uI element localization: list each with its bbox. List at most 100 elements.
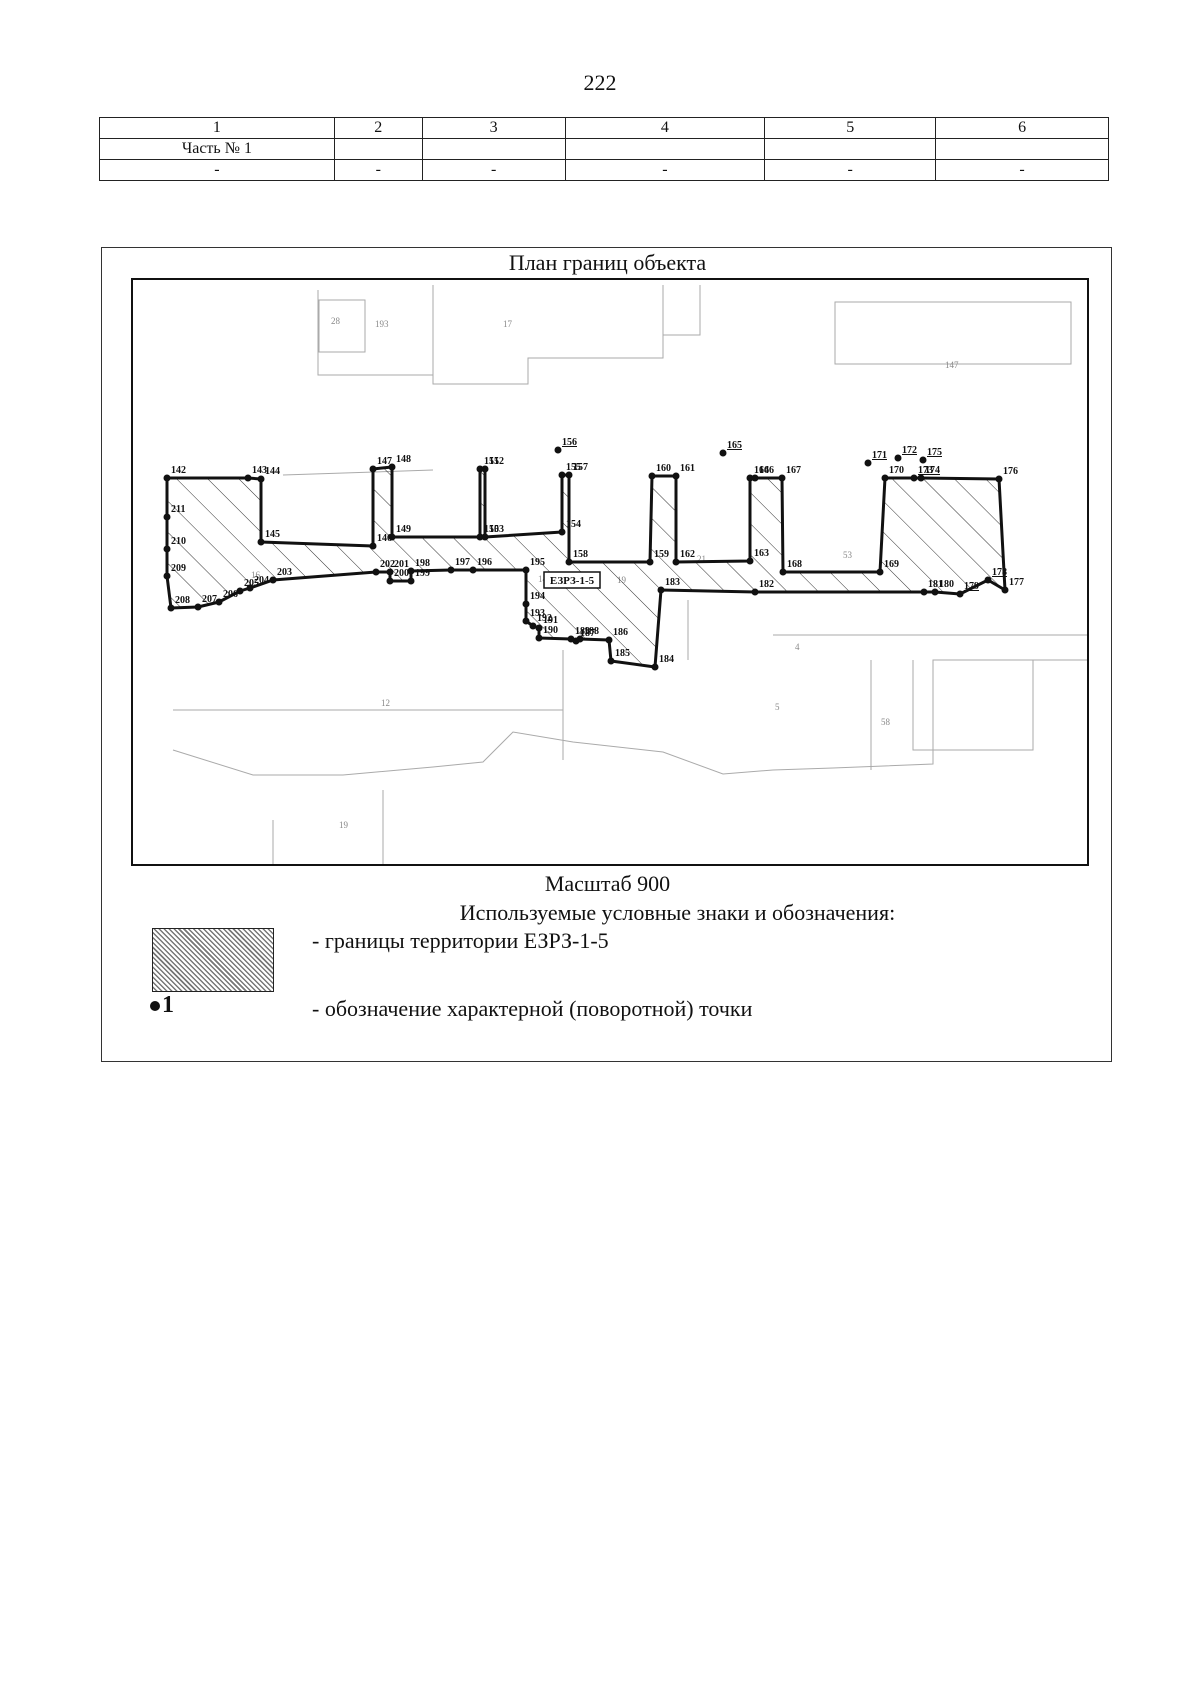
point-label: 180	[939, 579, 954, 590]
turning-point	[407, 567, 415, 575]
turning-point	[447, 566, 455, 574]
point-label: 192	[537, 613, 552, 624]
legend-point-symbol: 1	[150, 992, 174, 1019]
point-label: 161	[680, 463, 695, 474]
point-label: 186	[613, 627, 628, 638]
point-label: 155	[566, 462, 581, 473]
turning-point	[163, 572, 171, 580]
turning-point	[386, 568, 394, 576]
parcel-label: 147	[945, 360, 959, 370]
point-label: 153	[489, 524, 504, 535]
turning-point	[476, 533, 484, 541]
point-label: 164	[754, 465, 769, 476]
legend-item-boundary: - границы территории ЕЗРЗ-1-5	[312, 928, 609, 953]
parcel-label: 21	[697, 554, 706, 564]
table-header-cell: 4	[564, 117, 766, 139]
point-label: 202	[380, 559, 395, 570]
table-header-row: 1 2 3 4 5 6	[99, 117, 1109, 139]
point-label: 165	[727, 440, 742, 451]
parcel-label: 17	[503, 319, 513, 329]
point-label: 176	[1003, 466, 1018, 477]
table-cell	[421, 138, 566, 160]
point-label: 159	[654, 549, 669, 560]
point-label: 167	[786, 465, 801, 476]
turning-point	[257, 475, 265, 483]
table-cell	[935, 138, 1109, 160]
turning-point	[917, 474, 925, 482]
point-label: 185	[615, 648, 630, 659]
point-label: 170	[889, 465, 904, 476]
point-dot-icon	[150, 1001, 160, 1012]
point-label: 150	[484, 524, 499, 535]
legend-heading: Используемые условные знаки и обозначени…	[459, 900, 896, 925]
turning-point	[995, 475, 1003, 483]
turning-point	[558, 471, 566, 479]
header-table: 1 2 3 4 5 6 Часть № 1 - - - - - -	[99, 117, 1109, 181]
table-cell: -	[421, 159, 566, 181]
turning-point	[215, 598, 223, 606]
turning-point	[956, 590, 964, 598]
plan-title: План границ объекта	[508, 250, 707, 275]
point-label: 206	[223, 589, 238, 600]
turning-point	[476, 465, 484, 473]
point-label: 148	[396, 454, 411, 465]
turning-point	[481, 533, 489, 541]
parcel-label: 193	[375, 319, 389, 329]
point-label: 151	[484, 456, 499, 467]
point-label: 171	[872, 450, 887, 461]
point-label: 201	[394, 559, 409, 570]
parcel-label: 4	[795, 642, 800, 652]
map-canvas: 28 193 17 147 16 14 19 21 53 4 5 58 12 1…	[163, 285, 1087, 864]
turning-point	[522, 600, 530, 608]
table-header-cell: 1	[99, 117, 335, 139]
turning-point	[554, 446, 562, 454]
legend-item-point: - обозначение характерной (поворотной) т…	[312, 996, 753, 1021]
parcel-label: 12	[381, 698, 390, 708]
point-label: 146	[377, 533, 392, 544]
table-cell: -	[764, 159, 937, 181]
territory-tag: ЕЗРЗ-1-5	[543, 571, 601, 589]
point-label: 162	[680, 549, 695, 560]
point-label: 182	[759, 579, 774, 590]
point-label: 145	[265, 529, 280, 540]
point-label: 158	[573, 549, 588, 560]
point-label: 183	[665, 577, 680, 588]
turning-point	[607, 657, 615, 665]
turning-point	[910, 474, 918, 482]
point-label: 198	[415, 558, 430, 569]
turning-point	[388, 533, 396, 541]
turning-point	[388, 463, 396, 471]
turning-point	[920, 588, 928, 596]
turning-point	[565, 471, 573, 479]
turning-point	[567, 635, 575, 643]
point-label: 177	[1009, 577, 1024, 588]
table-cell: -	[564, 159, 766, 181]
point-label: 157	[573, 462, 588, 473]
legend-hatch-swatch	[152, 928, 274, 992]
turning-point	[1001, 586, 1009, 594]
turning-point	[481, 465, 489, 473]
point-label: 211	[171, 504, 185, 515]
turning-point	[657, 586, 665, 594]
turning-point	[529, 622, 537, 630]
turning-point	[672, 558, 680, 566]
point-label: 156	[562, 437, 577, 448]
turning-point	[236, 587, 244, 595]
turning-point	[931, 588, 939, 596]
point-label: 144	[265, 466, 280, 477]
point-label: 207	[202, 594, 217, 605]
point-label: 174	[925, 465, 940, 476]
table-cell	[564, 138, 766, 160]
point-label: 204	[254, 575, 269, 586]
turning-point	[407, 577, 415, 585]
point-label: 190	[543, 625, 558, 636]
turning-point	[646, 558, 654, 566]
parcel-label: 19	[339, 820, 349, 830]
turning-point	[535, 634, 543, 642]
point-label: 208	[175, 595, 190, 606]
boundary-map: 28 193 17 147 16 14 19 21 53 4 5 58 12 1…	[131, 278, 1089, 866]
point-label: 173	[918, 465, 933, 476]
legend-point-number: 1	[162, 992, 174, 1018]
turning-point	[269, 576, 277, 584]
